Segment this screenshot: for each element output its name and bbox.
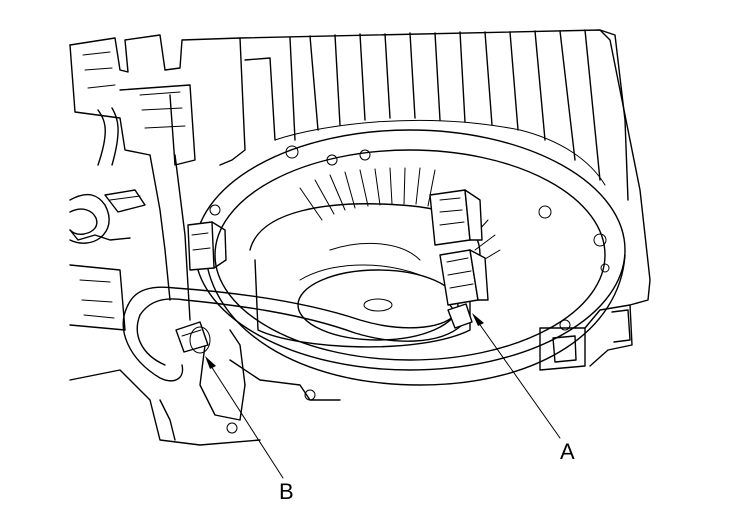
motor-connector-top xyxy=(429,189,483,246)
wire-harness xyxy=(122,286,473,382)
callout-label-b: B xyxy=(279,479,294,504)
motor-flange xyxy=(194,129,626,401)
motor-body xyxy=(249,203,481,348)
right-bracket xyxy=(539,304,633,371)
resistor-connector xyxy=(187,221,227,271)
callout-label-a: A xyxy=(560,439,575,464)
blower-housing xyxy=(239,29,651,306)
left-hose xyxy=(69,107,146,244)
leader-a xyxy=(472,313,561,439)
leader-b xyxy=(205,356,284,479)
left-housing xyxy=(69,34,261,446)
